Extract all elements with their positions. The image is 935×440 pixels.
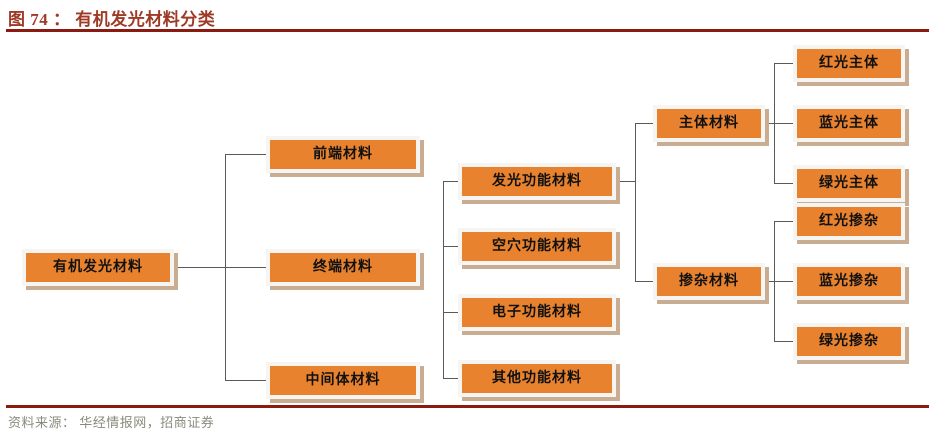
node-blue-dopant[interactable]: 蓝光掺杂 xyxy=(793,263,905,300)
connector-level2-stub-3 xyxy=(225,380,266,381)
connector-dopant-stub-3 xyxy=(774,341,793,342)
node-label: 红光掺杂 xyxy=(819,213,879,229)
node-red-host[interactable]: 红光主体 xyxy=(793,45,905,82)
title-divider-rule xyxy=(6,29,929,32)
figure-title-text: 图 74 ： 有机发光材料分类 xyxy=(8,10,216,29)
node-red-dopant[interactable]: 红光掺杂 xyxy=(793,203,905,240)
connector-level2-stub-2 xyxy=(225,267,266,268)
node-root-organic-light-emitting-material[interactable]: 有机发光材料 xyxy=(22,249,174,286)
node-label: 蓝光主体 xyxy=(819,115,879,131)
node-label: 前端材料 xyxy=(313,146,373,162)
node-electron-functional-material[interactable]: 电子功能材料 xyxy=(458,294,616,331)
source-note: 资料来源： 华经情报网，招商证券 xyxy=(8,415,215,430)
connector-functional-stub-3 xyxy=(443,312,458,313)
diagram-canvas: 有机发光材料 前端材料 终端材料 中间体材料 发光功能材料 空穴功能材料 电子功… xyxy=(0,33,935,403)
connector-functional-stub-4 xyxy=(443,378,458,379)
node-dopant-material[interactable]: 掺杂材料 xyxy=(653,263,765,300)
node-label: 发光功能材料 xyxy=(492,173,582,189)
node-label: 绿光掺杂 xyxy=(819,333,879,349)
node-green-dopant[interactable]: 绿光掺杂 xyxy=(793,323,905,360)
node-label: 电子功能材料 xyxy=(492,304,582,320)
node-label: 其他功能材料 xyxy=(492,370,582,386)
figure-title: 图 74 ： 有机发光材料分类 xyxy=(8,5,215,30)
connector-emissive-trunk xyxy=(635,123,636,281)
node-label: 蓝光掺杂 xyxy=(819,273,879,289)
node-intermediate-material[interactable]: 中间体材料 xyxy=(266,362,420,399)
connector-level2-stub-1 xyxy=(225,154,266,155)
connector-emissive-stem xyxy=(616,181,635,182)
node-emissive-functional-material[interactable]: 发光功能材料 xyxy=(458,163,616,200)
connector-dopant-stub-1 xyxy=(774,221,793,222)
connector-emissive-stub-dopant xyxy=(635,281,653,282)
connector-dopant-stem xyxy=(769,281,775,282)
node-label: 主体材料 xyxy=(679,115,739,131)
node-blue-host[interactable]: 蓝光主体 xyxy=(793,105,905,142)
node-terminal-material[interactable]: 终端材料 xyxy=(266,249,420,286)
connector-dopant-stub-2 xyxy=(774,281,793,282)
connector-emissive-stub-host xyxy=(635,123,653,124)
node-other-functional-material[interactable]: 其他功能材料 xyxy=(458,360,616,397)
node-label: 掺杂材料 xyxy=(679,273,739,289)
node-front-end-material[interactable]: 前端材料 xyxy=(266,136,420,173)
node-label: 绿光主体 xyxy=(819,175,879,191)
source-divider-rule xyxy=(6,405,929,408)
connector-functional-stub-1 xyxy=(443,181,458,182)
connector-host-stub-2 xyxy=(774,123,793,124)
connector-functional-trunk xyxy=(443,181,444,378)
node-label: 终端材料 xyxy=(313,259,373,275)
node-hole-functional-material[interactable]: 空穴功能材料 xyxy=(458,228,616,265)
node-host-material[interactable]: 主体材料 xyxy=(653,105,765,142)
connector-host-stem xyxy=(769,123,775,124)
node-label: 有机发光材料 xyxy=(53,259,143,275)
node-green-host[interactable]: 绿光主体 xyxy=(793,165,905,202)
connector-functional-stub-2 xyxy=(443,246,458,247)
node-label: 中间体材料 xyxy=(305,372,381,388)
node-label: 红光主体 xyxy=(819,55,879,71)
connector-host-stub-1 xyxy=(774,63,793,64)
node-label: 空穴功能材料 xyxy=(492,238,582,254)
connector-root-stem xyxy=(174,267,225,268)
connector-host-stub-3 xyxy=(774,183,793,184)
